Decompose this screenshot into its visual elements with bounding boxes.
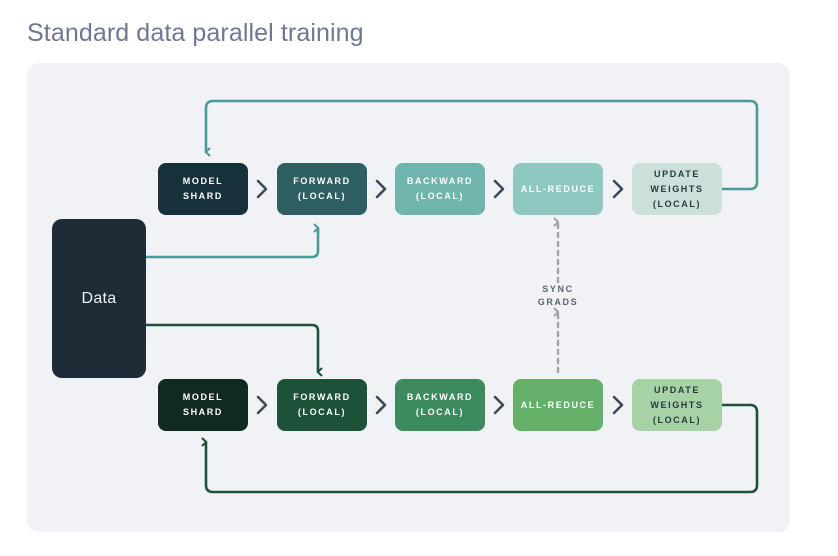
row2-stage-update-weights-label: UPDATE WEIGHTS (LOCAL) (650, 384, 704, 425)
row2-stage-update-weights[interactable]: UPDATE WEIGHTS (LOCAL) (632, 379, 722, 431)
row2-stage-forward[interactable]: FORWARD (LOCAL) (277, 379, 367, 431)
row2-stage-forward-label: FORWARD (LOCAL) (293, 392, 351, 417)
row2-stage-backward-label: BACKWARD (LOCAL) (406, 392, 474, 417)
page-title: Standard data parallel training (27, 19, 364, 47)
row1-stage-all-reduce-label: ALL-REDUCE (520, 183, 596, 194)
row2-stage-model-shard-label: MODEL SHARD (182, 392, 224, 417)
row1-stage-model-shard-label: MODEL SHARD (182, 176, 224, 201)
row2-stage-backward[interactable]: BACKWARD (LOCAL) (395, 379, 485, 431)
row1-stage-all-reduce[interactable]: ALL-REDUCE (513, 163, 603, 215)
row2-stage-model-shard[interactable]: MODEL SHARD (158, 379, 248, 431)
data-block[interactable]: Data (52, 219, 146, 378)
row1-stage-update-weights[interactable]: UPDATE WEIGHTS (LOCAL) (632, 163, 722, 215)
row1-stage-backward-label: BACKWARD (LOCAL) (406, 176, 474, 201)
row2-stage-all-reduce-label: ALL-REDUCE (520, 399, 596, 410)
sync-grads-label: SYNC GRADS (537, 284, 579, 307)
row2-stage-all-reduce[interactable]: ALL-REDUCE (513, 379, 603, 431)
data-block-label: Data (81, 289, 117, 307)
row1-stage-forward[interactable]: FORWARD (LOCAL) (277, 163, 367, 215)
row1-stage-model-shard[interactable]: MODEL SHARD (158, 163, 248, 215)
row1-stage-update-weights-label: UPDATE WEIGHTS (LOCAL) (650, 168, 704, 209)
row1-stage-backward[interactable]: BACKWARD (LOCAL) (395, 163, 485, 215)
row1-stage-forward-label: FORWARD (LOCAL) (293, 176, 351, 201)
